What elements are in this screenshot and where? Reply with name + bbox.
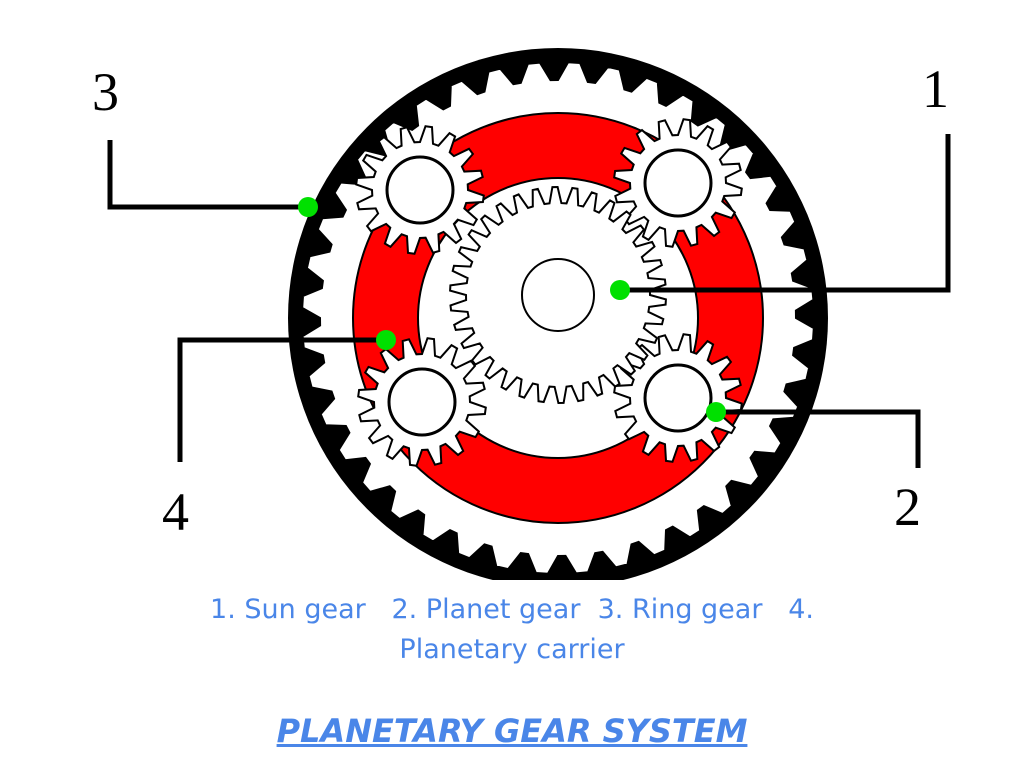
- callout-number-1: 1: [922, 59, 949, 119]
- legend-caption: 1. Sun gear 2. Planet gear 3. Ring gear …: [0, 590, 1024, 670]
- planet-gear: [613, 118, 743, 248]
- leader-line-planetary-carrier: [177, 337, 386, 462]
- planet-gear: [613, 333, 743, 463]
- legend-item-planet-gear: 2. Planet gear: [391, 594, 581, 625]
- callout-number-3: 3: [92, 62, 119, 122]
- marker-planet-gear: [706, 402, 726, 422]
- callout-markers: [298, 197, 726, 422]
- marker-ring-gear: [298, 197, 318, 217]
- legend-line-1: 1. Sun gear 2. Planet gear 3. Ring gear …: [0, 590, 1024, 630]
- callout-lines: [107, 134, 951, 468]
- leader-line-planet-gear: [716, 409, 921, 468]
- leader-line-sun-gear: [620, 134, 951, 293]
- legend-item-ring-gear: 3. Ring gear: [597, 594, 763, 625]
- legend-line-2: Planetary carrier: [399, 634, 625, 665]
- callout-number-2: 2: [894, 477, 921, 537]
- sun-gear: [449, 185, 667, 405]
- marker-sun-gear: [610, 280, 630, 300]
- planet-gear: [357, 337, 487, 467]
- planetary-gear-diagram: [107, 48, 951, 580]
- callout-number-4: 4: [162, 482, 189, 542]
- planet-gears: [355, 118, 743, 467]
- leader-line-ring-gear: [107, 140, 308, 210]
- diagram-title: PLANETARY GEAR SYSTEM: [276, 712, 748, 750]
- planet-gear: [355, 125, 485, 255]
- marker-planetary-carrier: [376, 330, 396, 350]
- legend-item-sun-gear: 1. Sun gear: [210, 594, 366, 625]
- legend-item-carrier-prefix: 4.: [788, 594, 814, 625]
